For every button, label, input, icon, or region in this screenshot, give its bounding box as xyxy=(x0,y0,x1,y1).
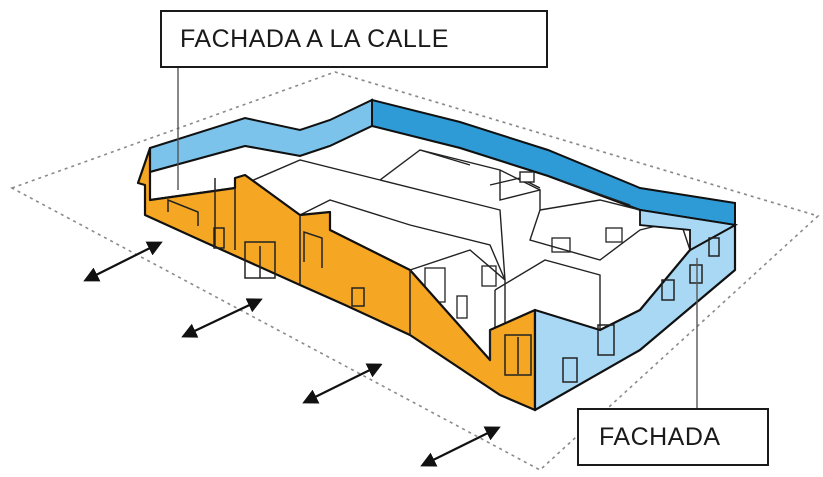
side-facade-upper xyxy=(639,208,738,252)
street-access-arrows xyxy=(83,241,501,467)
facade-label: FACHADA xyxy=(577,408,769,466)
access-arrow-3 xyxy=(302,363,383,404)
street-facade-openings xyxy=(167,178,532,376)
side-facade-openings xyxy=(562,237,720,383)
access-arrow-4 xyxy=(420,426,501,467)
access-arrow-2 xyxy=(181,298,263,338)
street-facade-label: FACHADA A LA CALLE xyxy=(160,10,548,68)
access-arrow-1 xyxy=(83,241,163,282)
